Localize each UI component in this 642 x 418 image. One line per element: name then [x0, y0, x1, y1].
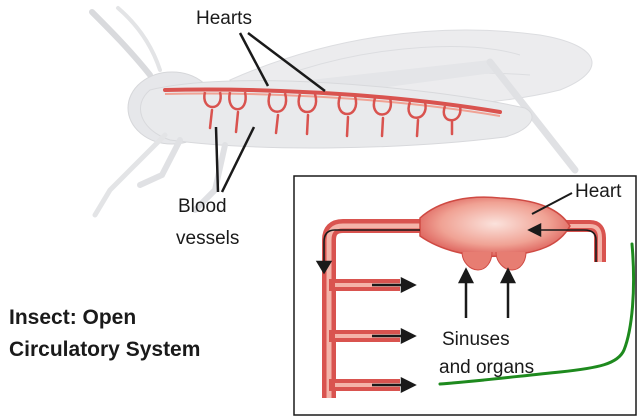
hearts-label: Hearts [196, 8, 252, 30]
diagram-title-line1: Insect: Open [9, 306, 136, 330]
insect-leg [140, 140, 180, 185]
sinuses-label-line2: and organs [439, 357, 534, 379]
blood-vessels-label-line2: vessels [176, 228, 239, 250]
inset-heart-label: Heart [575, 181, 621, 203]
sinuses-label-line1: Sinuses [442, 329, 510, 351]
insect-leg [95, 135, 165, 215]
blood-vessels-label-line1: Blood [178, 196, 227, 218]
diagram-title-line2: Circulatory System [9, 338, 200, 362]
insect-antenna [92, 12, 150, 75]
